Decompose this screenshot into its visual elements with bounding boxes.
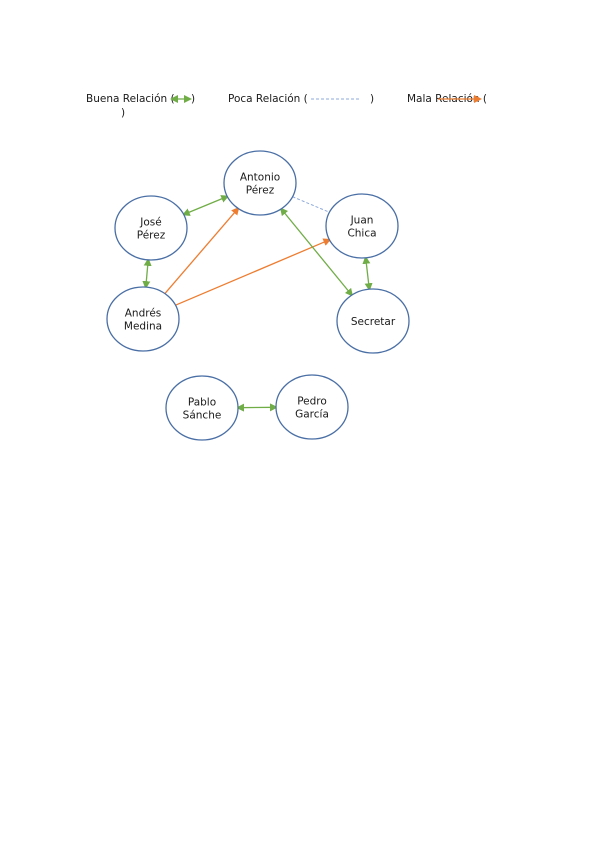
legend-bad-close: ) xyxy=(121,107,126,119)
node-label: Pérez xyxy=(137,230,166,242)
node-label: Chica xyxy=(347,228,376,240)
node-label: Sánche xyxy=(183,410,222,422)
node-label: Pedro xyxy=(297,396,327,408)
legend-poor-label: Poca Relación ( xyxy=(228,93,308,105)
node-circle xyxy=(114,195,188,261)
node-label: Medina xyxy=(124,321,162,333)
node-circle xyxy=(325,193,399,259)
node-circle xyxy=(275,374,349,440)
legend-poor-close: ) xyxy=(370,93,375,105)
node-circle xyxy=(223,150,297,216)
node-label: José xyxy=(139,217,161,229)
node-label: Antonio xyxy=(240,172,280,184)
legend-good-close: ) xyxy=(191,93,196,105)
relation-poor-antonio-juan xyxy=(292,196,330,213)
node-circle xyxy=(165,375,239,441)
node-label: García xyxy=(295,409,329,421)
relation-bad-andres-juan xyxy=(175,238,332,306)
relation-good-juan-secretar xyxy=(362,255,373,292)
node-label: Andrés xyxy=(125,308,162,320)
node-circle xyxy=(106,286,180,352)
node-label: Pérez xyxy=(246,185,275,197)
node-label: Pablo xyxy=(188,397,216,409)
relation-good-antonio-secretar xyxy=(279,207,354,297)
relation-bad-andres-antonio xyxy=(164,206,240,295)
relation-lines xyxy=(142,195,373,412)
legend-good-label: Buena Relación ( xyxy=(86,93,175,105)
node-circle xyxy=(336,288,410,354)
node-secretar: Secretar xyxy=(336,288,410,354)
relation-good-jose-antonio xyxy=(181,195,230,216)
relation-good-jose-andres xyxy=(142,257,152,290)
node-label: Secretar xyxy=(351,316,396,328)
node-label: Juan xyxy=(350,215,374,227)
person-nodes: AntonioPérezJoséPérezJuanChicaAndrésMedi… xyxy=(106,150,410,441)
